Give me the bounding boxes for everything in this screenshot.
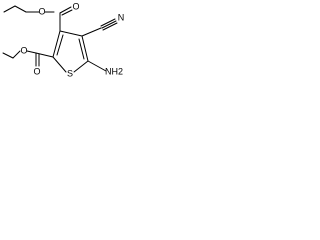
ring-s-c5: [73, 60, 89, 73]
bond-c4-cn: [81, 27, 102, 37]
bond-ester1-carbonyl-a: [59, 6, 72, 14]
atom-s: S: [67, 68, 73, 78]
atom-n: N: [118, 12, 125, 22]
bond-cn-triple-a: [100, 18, 116, 27]
ring-c2-s: [52, 56, 67, 73]
atom-o4: O: [33, 66, 40, 76]
ring-c3-c4: [59, 30, 83, 37]
bond-cn-triple-b: [101, 20, 117, 29]
atom-o1: O: [38, 6, 45, 16]
structure-svg: O O N O O S NH2: [2, 1, 125, 78]
bond-ester2-ch2-ch3: [2, 52, 14, 59]
bond-ester2-c-o: [26, 50, 37, 54]
bond-ester1-carbonyl-b: [61, 9, 73, 16]
ring-c4-c5-inner: [78, 38, 85, 60]
bond-ester2-o-ch2: [12, 50, 21, 59]
bond-cn-triple-c: [102, 22, 118, 31]
atom-nh2: NH2: [105, 66, 123, 76]
molecule-diagram: O O N O O S NH2: [0, 0, 142, 91]
bond-ethyl1-b: [14, 5, 27, 13]
ring-c3-c2-inner: [56, 34, 64, 56]
ring-c4-c5-outer: [81, 35, 89, 62]
bond-ethyl1-a: [3, 5, 16, 13]
bond-c5-nh2: [87, 60, 107, 72]
atom-o2: O: [72, 1, 79, 11]
ring-c3-c2-outer: [52, 30, 61, 58]
atom-o3: O: [20, 45, 27, 55]
